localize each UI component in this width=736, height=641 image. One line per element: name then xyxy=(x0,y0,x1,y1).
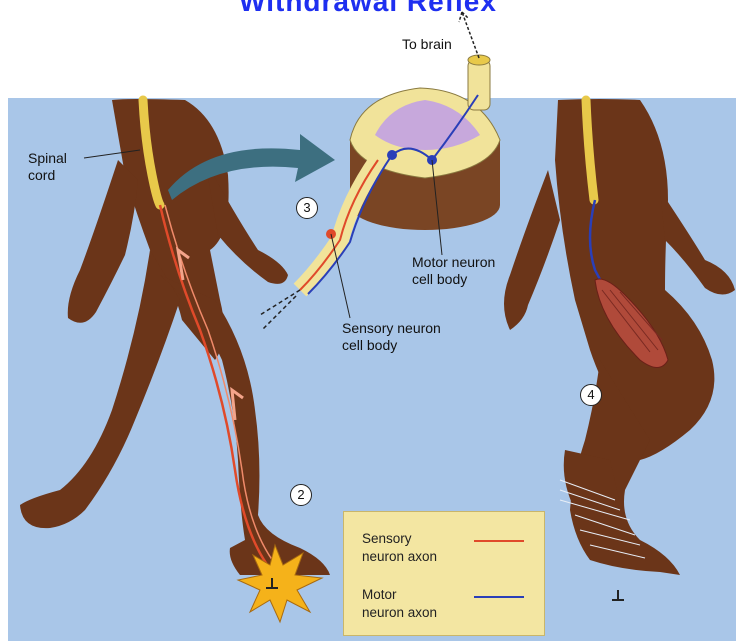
legend-sensory-swatch xyxy=(474,540,524,542)
step-2-marker: 2 xyxy=(290,484,312,506)
motor-neuron-cell-body-label: Motor neuron cell body xyxy=(412,254,495,288)
spinal-cord-label: Spinal cord xyxy=(28,150,67,184)
step-3-marker: 3 xyxy=(296,197,318,219)
legend-motor-label: Motor neuron axon xyxy=(362,586,437,622)
step-4-marker: 4 xyxy=(580,384,602,406)
legend-motor-swatch xyxy=(474,596,524,598)
to-brain-arrow xyxy=(459,12,479,58)
to-brain-label: To brain xyxy=(402,36,452,53)
sensory-neuron-cell-body-label: Sensory neuron cell body xyxy=(342,320,441,354)
legend-box: Sensory neuron axon Motor neuron axon xyxy=(343,511,545,636)
legend-sensory-label: Sensory neuron axon xyxy=(362,530,437,566)
